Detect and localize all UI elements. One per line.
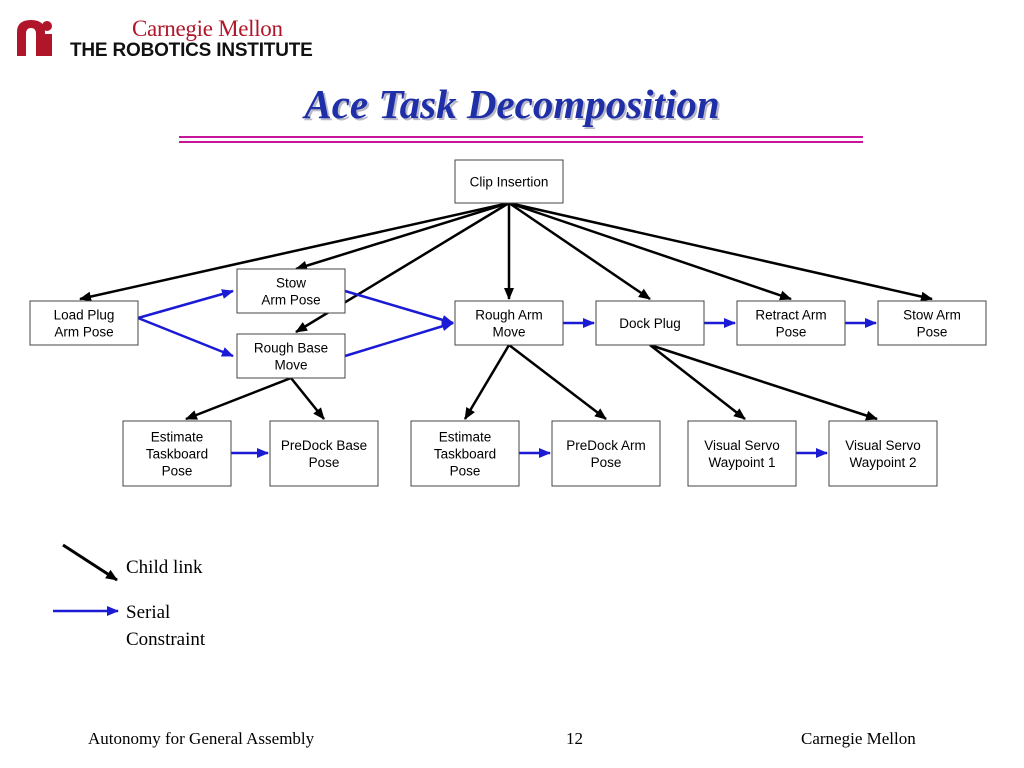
child-link-dock-to-vs2 bbox=[649, 343, 878, 421]
legend-serial-label-line1: Serial bbox=[126, 602, 171, 623]
task-node-box bbox=[410, 420, 520, 487]
task-node-box bbox=[236, 333, 346, 379]
task-node-box bbox=[877, 300, 987, 346]
footer-institution: Carnegie Mellon bbox=[801, 729, 916, 748]
task-node-box bbox=[736, 300, 846, 346]
legend-child-link-arrow bbox=[62, 543, 118, 582]
task-node-label: Dock Plug bbox=[619, 316, 681, 331]
task-node-box bbox=[551, 420, 661, 487]
child-link-clip-to-retract bbox=[508, 201, 792, 301]
task-node-box bbox=[122, 420, 232, 487]
task-node-box bbox=[595, 300, 705, 346]
child-link-clip-to-load bbox=[79, 201, 510, 302]
footer-page-number: 12 bbox=[566, 729, 583, 748]
child-link-rbase-to-est1 bbox=[185, 376, 292, 421]
serial-constraint-load-to-stow1 bbox=[137, 289, 234, 320]
legend-child-link-label: Child link bbox=[126, 557, 203, 578]
child-link-clip-to-stow2 bbox=[508, 201, 933, 302]
serial-constraint-load-to-rbase bbox=[137, 316, 234, 358]
title-rule-top bbox=[179, 136, 863, 138]
task-node-label: Clip Insertion bbox=[470, 175, 549, 190]
task-node-box bbox=[29, 300, 139, 346]
child-link-clip-to-stow1 bbox=[295, 201, 510, 271]
task-node-clip: Clip Insertion bbox=[454, 159, 564, 204]
child-link-rarm-to-est2 bbox=[463, 344, 511, 420]
serial-constraint-stow1-to-rarm bbox=[344, 289, 454, 325]
serial-constraint-rbase-to-rarm bbox=[344, 321, 454, 358]
task-node-box bbox=[687, 420, 797, 487]
child-link-dock-to-vs1 bbox=[649, 344, 746, 420]
task-node-box bbox=[454, 300, 564, 346]
task-node-box bbox=[828, 420, 938, 487]
task-node-box bbox=[269, 420, 379, 487]
child-link-rarm-to-pdarm bbox=[508, 344, 607, 420]
cmu-ri-logo-icon bbox=[14, 18, 54, 63]
slide-title: Ace Task Decomposition bbox=[304, 81, 720, 127]
institution-name: Carnegie Mellon bbox=[132, 16, 283, 41]
task-node-box bbox=[454, 159, 564, 204]
child-link-clip-to-dock bbox=[508, 201, 651, 301]
institute-name: THE ROBOTICS INSTITUTE bbox=[70, 40, 313, 61]
legend-serial-label-line2: Constraint bbox=[126, 629, 206, 650]
task-node-box bbox=[236, 268, 346, 314]
task-node-dock: Dock Plug bbox=[595, 300, 705, 346]
child-link-rbase-to-pdbase bbox=[290, 377, 325, 420]
footer-course: Autonomy for General Assembly bbox=[88, 729, 315, 748]
title-rule-bottom bbox=[179, 141, 863, 143]
